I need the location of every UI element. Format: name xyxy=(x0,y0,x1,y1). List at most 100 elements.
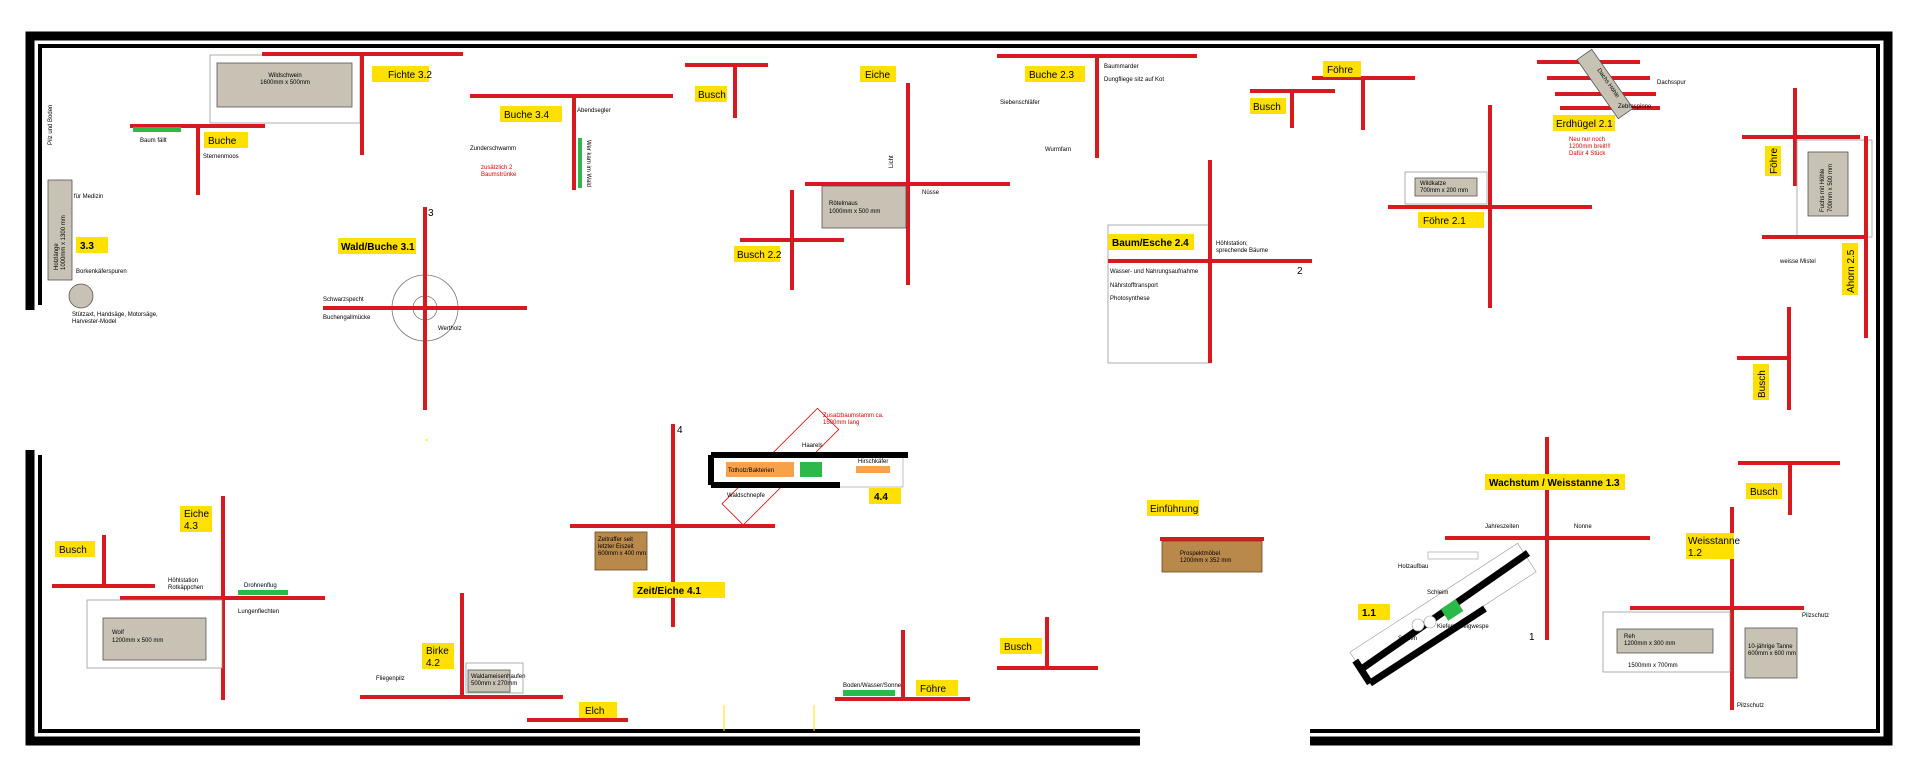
note-weisse-mistel: weisse Mistel xyxy=(1779,259,1816,265)
wildschwein-box xyxy=(216,62,353,108)
note-lungenflechten: Lungenflechten xyxy=(238,609,279,615)
label-foehre-2-1: Föhre 2.1 xyxy=(1423,216,1466,227)
note-kiefernzweig: Kiefernzweigwespe xyxy=(1437,624,1489,630)
label-eiche: Eiche xyxy=(865,70,890,81)
green-strip xyxy=(578,138,582,188)
label-1-1: 1.1 xyxy=(1362,608,1376,619)
label-busch-bottom: Busch xyxy=(1004,642,1032,653)
label-marker xyxy=(500,106,562,122)
label-marker xyxy=(1485,474,1625,490)
wildschwein-size: 1600mm x 500mm xyxy=(260,80,310,86)
wolf-box xyxy=(102,617,207,661)
wildkatze-box xyxy=(1414,177,1478,197)
green-strip xyxy=(238,590,288,595)
label-marker xyxy=(734,246,780,262)
note-boden: Boden/Wasser/Sonne xyxy=(843,683,902,689)
roetelmaus-label: Rötelmaus xyxy=(829,201,858,207)
label-foehre-right: Föhre xyxy=(1769,147,1780,174)
note-samen: Samen xyxy=(1398,636,1417,642)
label-buche-2-3: Buche 2.3 xyxy=(1029,70,1074,81)
label-marker xyxy=(1000,638,1042,654)
note-spinne: Zebraspinne xyxy=(1618,104,1652,110)
fuchs-size: 700mm x 500 mm xyxy=(1828,164,1834,212)
label-marker xyxy=(1323,61,1361,77)
zeitraffer-box xyxy=(594,531,648,571)
fuchs-box xyxy=(1807,151,1849,217)
fuchs-label: Fuchs mit Höhle xyxy=(1820,168,1826,212)
label-foehre-bottom: Föhre xyxy=(920,684,947,695)
note-neu-c: Dafür 4 Stück xyxy=(1569,151,1606,157)
label-ahorn-2-5: Ahorn 2.5 xyxy=(1846,249,1857,293)
label-busch: Busch xyxy=(59,545,87,556)
label-busch: Busch xyxy=(698,90,726,101)
label-weisstanne-a: Weisstanne xyxy=(1688,536,1741,547)
note-prospekt-size: 1200mm x 352 mm xyxy=(1180,558,1231,564)
note-dungfliege: Dungfliege sitz auf Kot xyxy=(1104,77,1164,83)
label-birke-4-2-a: Birke xyxy=(426,646,449,657)
note-zusaetzlich: zusätzlich 2 xyxy=(481,165,513,171)
label-marker xyxy=(1250,98,1286,114)
label-marker xyxy=(1765,146,1781,176)
label-marker xyxy=(422,643,454,669)
holzaufbau-box xyxy=(1427,551,1479,560)
label-marker xyxy=(1746,483,1782,499)
note-wurmfarn: Wurmfarn xyxy=(1045,147,1071,153)
green-box xyxy=(800,462,822,477)
label-marker xyxy=(1358,604,1390,620)
holzlaenge-box xyxy=(47,179,73,281)
label-buche-3-4: Buche 3.4 xyxy=(504,110,549,121)
label-marker xyxy=(372,66,429,82)
note-zeitraffer-c: 600mm x 400 mm xyxy=(598,551,646,557)
note-neu-a: Neu nur noch xyxy=(1569,137,1605,143)
label-marker xyxy=(1108,234,1194,250)
label-marker xyxy=(1686,533,1734,559)
label-number-4: 4 xyxy=(677,425,683,436)
label-marker xyxy=(1553,115,1615,131)
wolf-size: 1200mm x 500 mm xyxy=(112,638,163,644)
sample-circle xyxy=(1411,618,1425,632)
orange-box xyxy=(726,462,794,477)
note-wertholz: Wertholz xyxy=(438,326,462,332)
note-wasser: Wasser- und Nahrungsaufnahme xyxy=(1110,269,1199,275)
note-baum-faellt: Baum fällt xyxy=(140,138,167,144)
label-elch: Elch xyxy=(585,706,604,717)
note-harvester: Harvester-Model xyxy=(72,319,116,325)
label-eiche-4-3-a: Eiche xyxy=(184,509,209,520)
note-buchengallmuecke: Buchengallmücke xyxy=(323,315,371,321)
dachs-box xyxy=(1576,48,1634,120)
note-abendsegler: Abendsegler xyxy=(577,108,611,114)
green-strip xyxy=(843,690,895,696)
label-marker xyxy=(633,582,725,598)
label-fichte-3-2: Fichte 3.2 xyxy=(388,70,432,81)
reh-label: Reh xyxy=(1624,634,1635,640)
note-nuesse: Nüsse xyxy=(922,190,940,196)
label-busch-2-2: Busch 2.2 xyxy=(737,250,782,261)
label-marker xyxy=(55,541,95,557)
note-schleim: Schleim xyxy=(1427,590,1448,596)
wildschwein-label: Wildschwein xyxy=(268,73,301,79)
label-marker xyxy=(76,237,108,253)
label-marker xyxy=(1147,500,1199,516)
label-zeit-eiche-4-1: Zeit/Eiche 4.1 xyxy=(637,586,701,597)
note-rohstoff-medizin: Rohstoff für Medizin xyxy=(50,194,103,200)
note-size-1500: 1500mm x 700mm xyxy=(1628,663,1678,669)
stump-circle xyxy=(68,283,94,309)
note-hirschkaefer: Hirschkäfer xyxy=(858,459,888,465)
note-baummarder: Baummarder xyxy=(1104,64,1139,70)
label-marker xyxy=(204,132,248,148)
reh-size: 1200mm x 300 mm xyxy=(1624,641,1675,647)
holzlaenge-label: Holzlänge xyxy=(54,243,60,270)
label-number-1: 1 xyxy=(1529,632,1535,643)
note-sternenmoos: Sternenmoos xyxy=(203,154,239,160)
label-marker xyxy=(1842,243,1858,295)
note-waldameise-size: 500mm x 270mm xyxy=(471,681,517,687)
wolf-label: Wolf xyxy=(112,630,124,636)
note-haarels: Haarels xyxy=(802,443,823,449)
wildkatze-size: 700mm x 200 mm xyxy=(1420,188,1468,194)
note-borkenkaefer: Borkenkäferspuren xyxy=(76,269,127,275)
note-pilzschutz-a: Pilzschutz xyxy=(1802,613,1829,619)
tanne-box xyxy=(1744,627,1798,679)
label-number-3: 3 xyxy=(428,208,434,219)
note-rotkaeppchen: Rotkäppchen xyxy=(168,585,203,591)
